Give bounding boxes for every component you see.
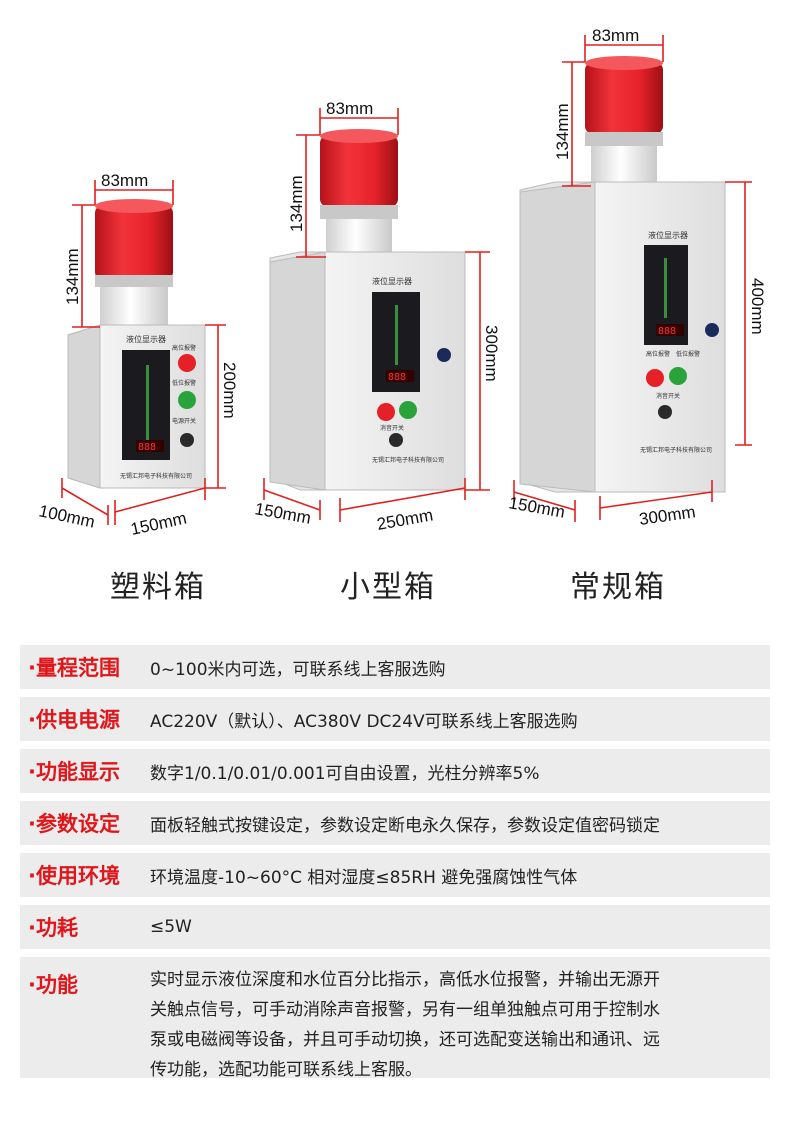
panel-label: 低位报警	[676, 350, 700, 358]
spec-line: 传功能，选配功能可联系线上客服。	[150, 1060, 422, 1080]
dim-lamp-width: 83mm	[592, 26, 639, 45]
spec-value: 面板轻触式按键设定，参数设定断电永久保存，参数设定值密码锁定	[150, 815, 660, 836]
svg-text:888: 888	[138, 442, 156, 453]
alarm-lamp	[95, 205, 173, 280]
spec-row-parameters: ·参数设定 面板轻触式按键设定，参数设定断电永久保存，参数设定值密码锁定	[20, 801, 770, 845]
spec-label: ·供电电源	[28, 708, 120, 732]
panel-label: 低位报警	[172, 379, 196, 387]
alarm-lamp	[585, 62, 663, 134]
spec-row-function: ·功能 实时显示液位深度和水位百分比指示，高低水位报警，并输出无源开 关触点信号…	[20, 957, 770, 1080]
panel-label: 高位报警	[172, 344, 196, 352]
svg-text:888: 888	[388, 372, 406, 383]
spec-value: AC220V（默认）、AC380V DC24V可联系线上客服选购	[150, 711, 578, 732]
caption-small-box: 小型箱	[340, 570, 436, 605]
spec-row-display: ·功能显示 数字1/0.1/0.01/0.001可自由设置，光柱分辨率5%	[20, 749, 770, 793]
spec-row-power-supply: ·供电电源 AC220V（默认）、AC380V DC24V可联系线上客服选购	[20, 697, 770, 741]
spec-value: ≤5W	[150, 917, 192, 937]
low-alarm-button[interactable]	[178, 391, 196, 409]
mute-switch[interactable]	[389, 433, 403, 447]
dim-lamp-height: 134mm	[553, 103, 572, 160]
panel-label: 消音开关	[656, 392, 680, 400]
product-illustration: 液位显示器 888 高位报警 低位报警 电源开关 无锡汇邦电子科技有限公司 83…	[37, 26, 767, 539]
dim-lamp-height: 134mm	[63, 248, 82, 305]
spec-value: 0~100米内可选，可联系线上客服选购	[150, 659, 446, 680]
dim-depth: 150mm	[507, 493, 566, 522]
dim-depth: 100mm	[37, 501, 96, 531]
panel-title: 液位显示器	[372, 276, 412, 286]
spec-label: ·参数设定	[28, 812, 120, 836]
panel-label: 电源开关	[172, 417, 196, 425]
panel-label: 高位报警	[646, 350, 670, 358]
dim-height: 300mm	[482, 325, 501, 382]
svg-text:888: 888	[658, 326, 676, 337]
product-regular-box: 液位显示器 888 高位报警 低位报警 消音开关 无锡汇邦电子科技有限公司 83…	[507, 26, 767, 529]
spec-label: ·量程范围	[28, 656, 120, 680]
high-alarm-button[interactable]	[646, 369, 664, 387]
dim-width: 150mm	[129, 509, 188, 539]
spec-label: ·使用环境	[28, 864, 120, 888]
product-drawing: 液位显示器 888 高位报警 低位报警 电源开关 无锡汇邦电子科技有限公司 83…	[37, 26, 767, 539]
dim-lamp-height: 134mm	[287, 175, 306, 232]
spec-value: 实时显示液位深度和水位百分比指示，高低水位报警，并输出无源开 关触点信号，可手动…	[150, 965, 770, 1085]
dim-height: 400mm	[748, 278, 767, 335]
panel-title: 液位显示器	[126, 334, 166, 344]
spec-label: ·功能	[28, 973, 78, 997]
spec-list: ·量程范围 0~100米内可选，可联系线上客服选购 ·供电电源 AC220V（默…	[20, 645, 770, 1086]
indicator-light	[437, 348, 451, 362]
dim-height: 200mm	[220, 362, 239, 419]
spec-line: 关触点信号，可手动消除声音报警，另有一组单独触点可用于控制水	[150, 1000, 660, 1020]
dim-lamp-width: 83mm	[326, 99, 373, 118]
spec-value: 环境温度-10~60°C 相对湿度≤85RH 避免强腐蚀性气体	[150, 867, 578, 888]
spec-line: 实时显示液位深度和水位百分比指示，高低水位报警，并输出无源开	[150, 970, 660, 990]
product-plastic-box: 液位显示器 888 高位报警 低位报警 电源开关 无锡汇邦电子科技有限公司 83…	[37, 171, 239, 539]
spec-row-power-consumption: ·功耗 ≤5W	[20, 905, 770, 949]
panel-title: 液位显示器	[648, 230, 688, 240]
spec-line: 泵或电磁阀等设备，并且可手动切换，还可选配变送输出和通讯、远	[150, 1030, 660, 1050]
panel-label: 无锡汇邦电子科技有限公司	[372, 456, 444, 464]
power-switch[interactable]	[180, 433, 194, 447]
caption-regular-box: 常规箱	[570, 570, 666, 605]
panel-label: 无锡汇邦电子科技有限公司	[120, 472, 192, 480]
low-alarm-button[interactable]	[399, 401, 417, 419]
low-alarm-button[interactable]	[669, 367, 687, 385]
dim-width: 250mm	[375, 505, 434, 534]
spec-label: ·功能显示	[28, 760, 120, 784]
alarm-lamp	[320, 135, 398, 207]
dim-width: 300mm	[638, 502, 697, 529]
spec-row-range: ·量程范围 0~100米内可选，可联系线上客服选购	[20, 645, 770, 689]
product-small-box: 液位显示器 888 消音开关 无锡汇邦电子科技有限公司 83mm 134mm 3…	[253, 99, 501, 534]
spec-value: 数字1/0.1/0.01/0.001可自由设置，光柱分辨率5%	[150, 763, 540, 784]
panel-label: 无锡汇邦电子科技有限公司	[640, 446, 712, 454]
spec-row-environment: ·使用环境 环境温度-10~60°C 相对湿度≤85RH 避免强腐蚀性气体	[20, 853, 770, 897]
panel-label: 消音开关	[380, 424, 404, 432]
high-alarm-button[interactable]	[178, 354, 196, 372]
spec-label: ·功耗	[28, 916, 78, 940]
high-alarm-button[interactable]	[377, 403, 395, 421]
mute-switch[interactable]	[658, 405, 672, 419]
dim-lamp-width: 83mm	[101, 171, 148, 190]
indicator-light	[705, 323, 719, 337]
caption-plastic-box: 塑料箱	[110, 570, 206, 605]
